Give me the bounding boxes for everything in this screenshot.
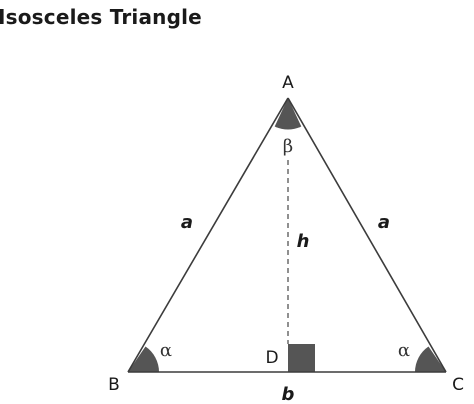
vertex-label-a: A [282, 73, 294, 93]
angle-label-beta: β [283, 136, 293, 157]
side-ab [127, 97, 289, 373]
side-label-base: b [282, 384, 295, 404]
side-label-right: a [378, 212, 390, 233]
side-label-left: a [181, 212, 193, 233]
side-ac [287, 97, 447, 373]
angle-label-alpha-left: α [160, 340, 172, 361]
angle-label-alpha-right: α [398, 340, 410, 361]
height-label: h [297, 231, 310, 252]
vertex-label-c: C [452, 375, 464, 395]
vertex-label-d: D [265, 348, 278, 368]
base-right-angle-wedge [415, 346, 446, 372]
diagram-title: Isosceles Triangle [0, 5, 202, 29]
vertex-label-b: B [108, 375, 120, 395]
apex-angle-wedge [274, 98, 302, 130]
right-angle-marker [288, 344, 315, 372]
base-left-angle-wedge [128, 346, 159, 372]
